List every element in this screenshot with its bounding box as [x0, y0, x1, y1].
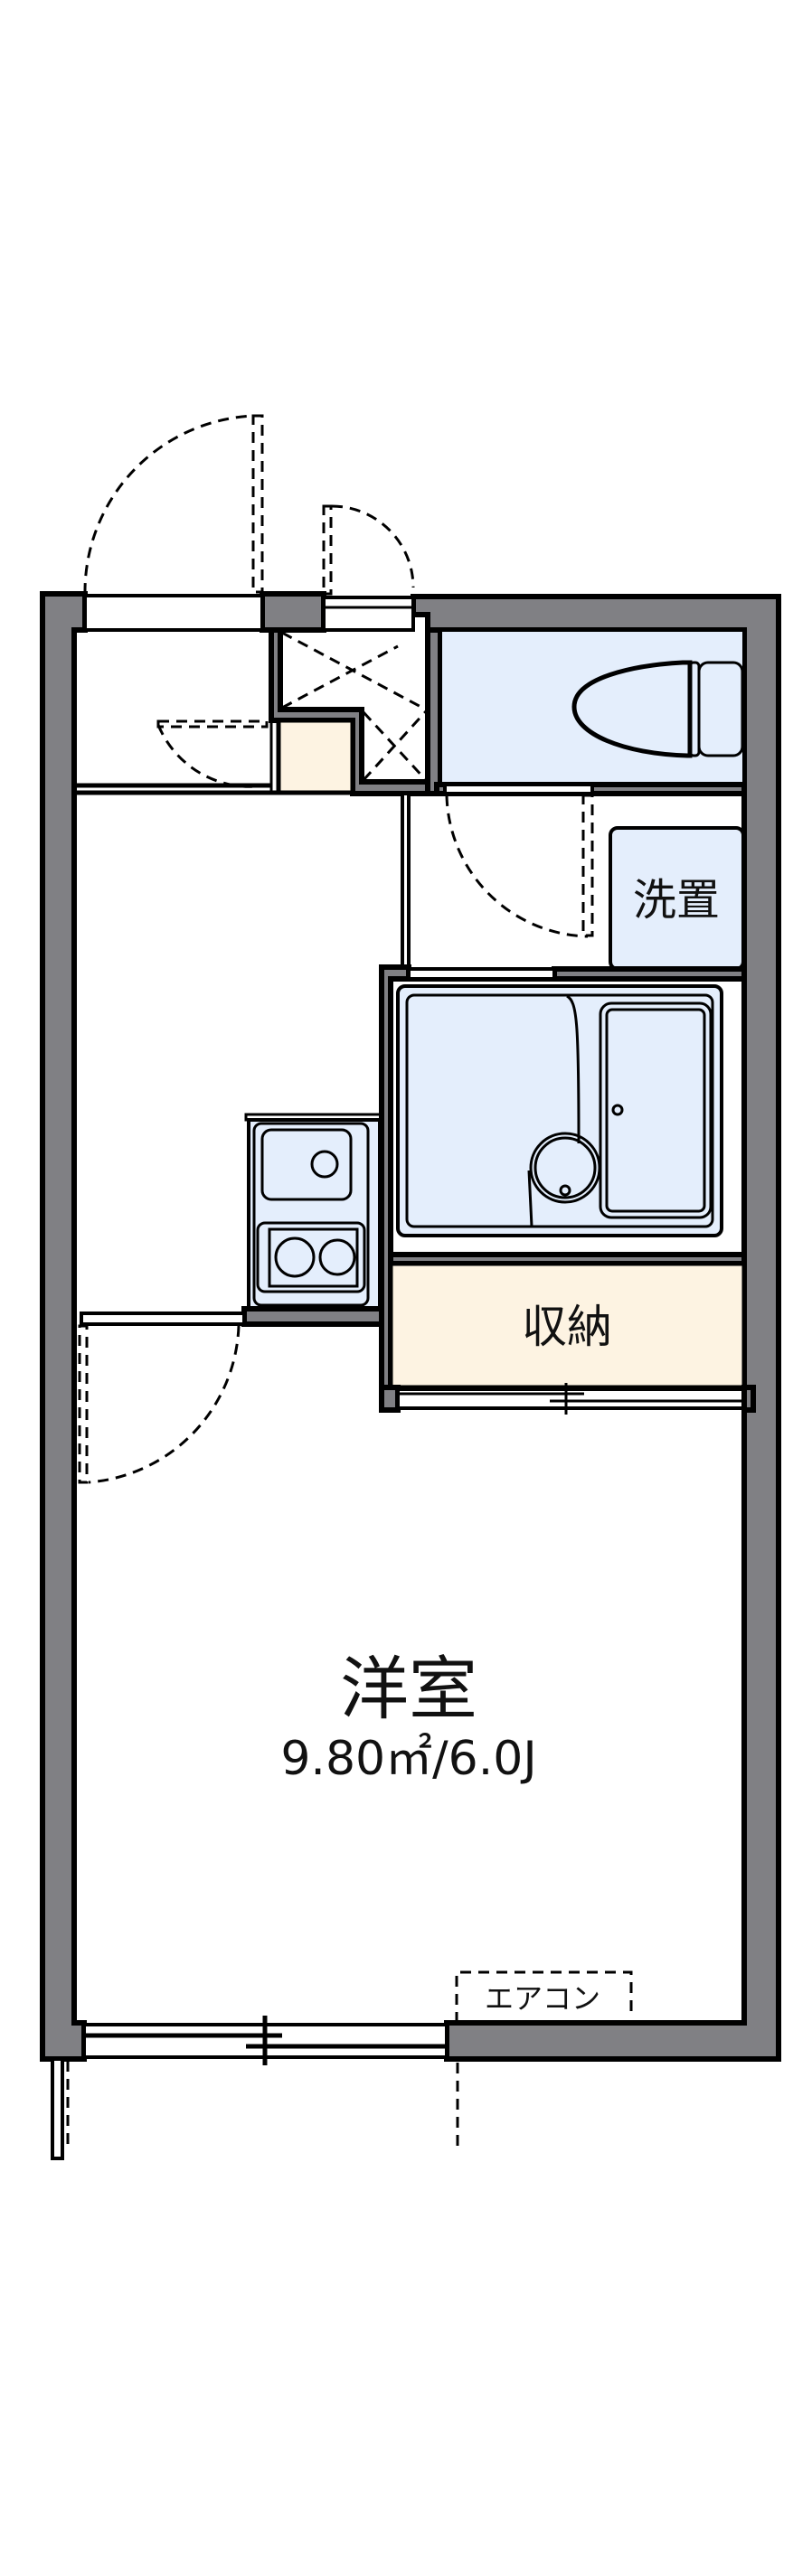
balcony-window[interactable] [82, 2016, 448, 2065]
bathroom [379, 964, 747, 1413]
bathtub-icon [599, 1001, 713, 1219]
toilet-tank-icon [697, 661, 744, 757]
entry-step [74, 719, 279, 795]
western-room-label: 洋室 [340, 1649, 477, 1729]
toilet-bowl-icon [571, 660, 693, 758]
kitchen-unit [241, 1113, 384, 1327]
room-door[interactable] [78, 1312, 246, 1484]
toilet-room [425, 627, 747, 938]
balcony-edge [51, 2057, 459, 2160]
washer-label: 洗置 [633, 875, 720, 926]
ac-label: エアコン [485, 1981, 600, 2016]
air-conditioner: エアコン [455, 1970, 633, 2023]
meter-box-door[interactable] [322, 504, 415, 632]
washer-space: 洗置 [609, 826, 745, 971]
stove-icon [268, 1227, 359, 1288]
shoe-cabinet [276, 718, 355, 795]
western-room-area: 9.80㎡/6.0J [280, 1732, 536, 1786]
partition [401, 792, 411, 971]
storage-label: 収納 [522, 1301, 612, 1353]
sink-icon [260, 1128, 353, 1201]
storage-closet: 収納 [379, 1261, 756, 1415]
entrance-door[interactable] [83, 414, 264, 632]
